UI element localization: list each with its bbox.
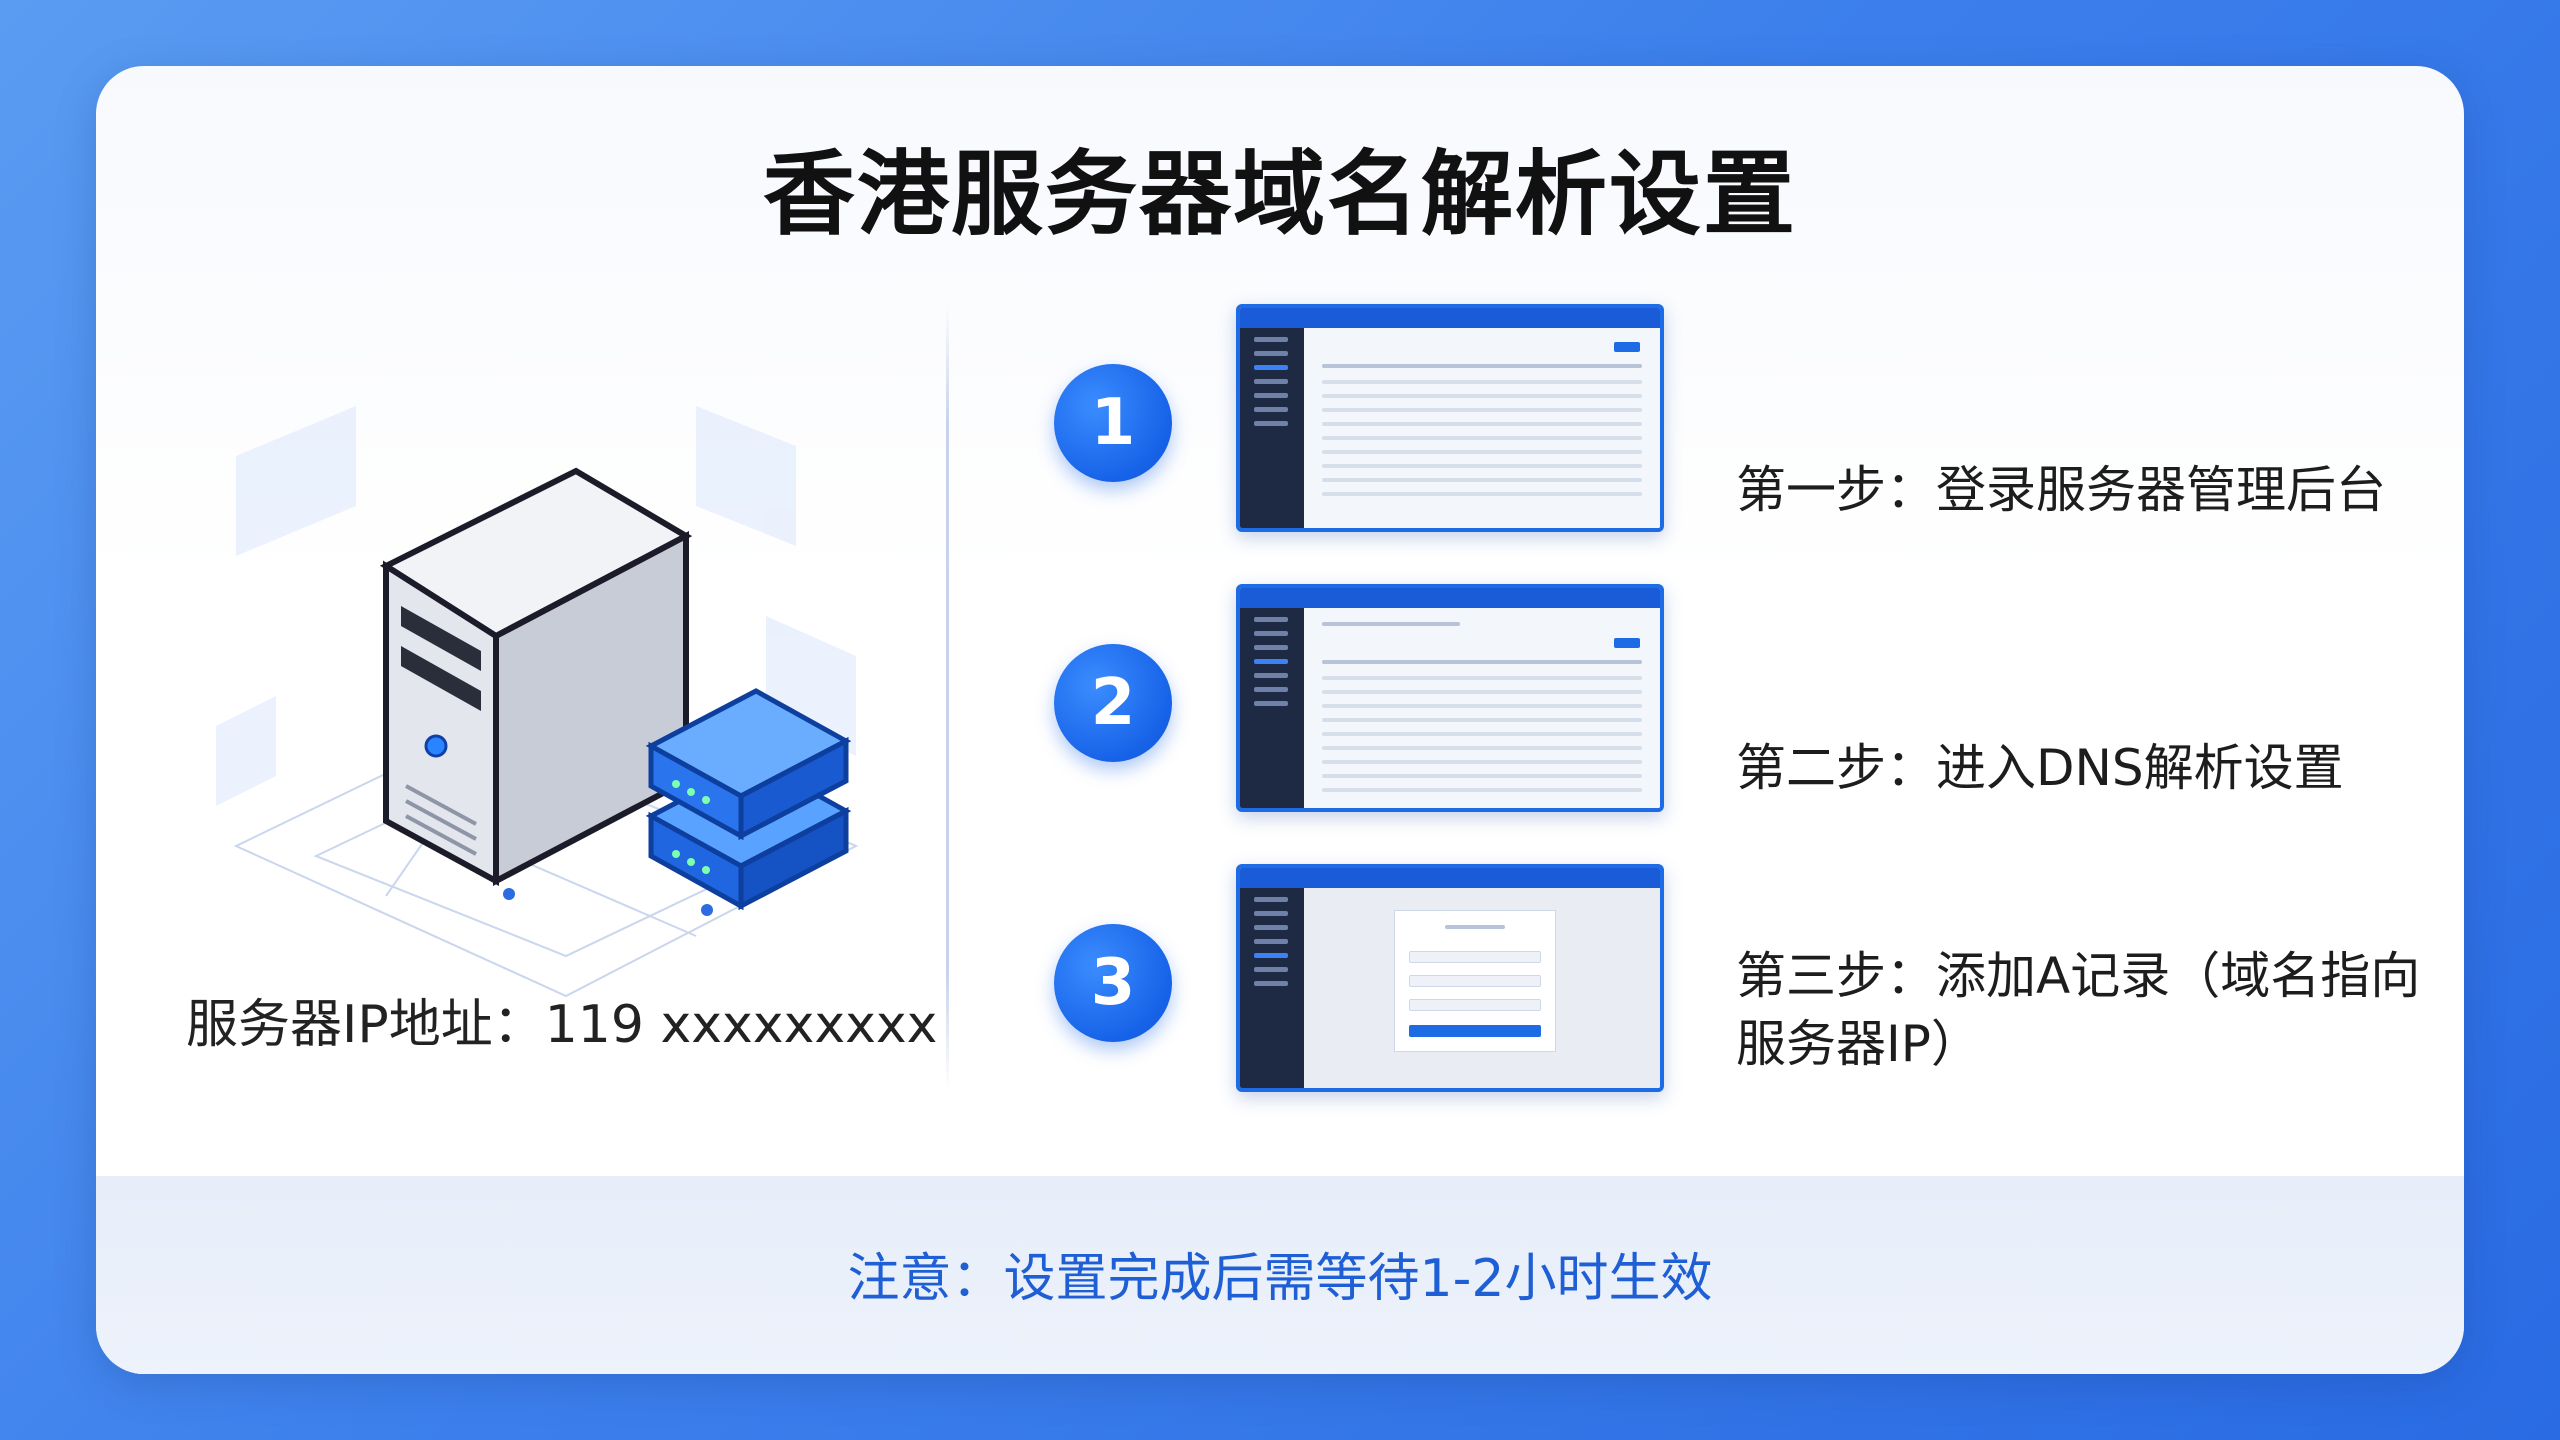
main-card: 香港服务器域名解析设置 bbox=[96, 66, 2464, 1374]
step-2: 2 第二步：进入DNS解析设置 bbox=[96, 584, 2464, 814]
server-illustration bbox=[216, 406, 859, 998]
step-3-text: 第三步：添加A记录（域名指向服务器IP） bbox=[1736, 947, 2421, 1073]
admin-dashboard-screenshot bbox=[1236, 304, 1664, 532]
footer-note-bar: 注意：设置完成后需等待1-2小时生效 bbox=[96, 1176, 2464, 1374]
step-1-text: 第一步：登录服务器管理后台 bbox=[1736, 461, 2386, 519]
add-record-screenshot bbox=[1236, 864, 1664, 1092]
dns-settings-screenshot bbox=[1236, 584, 1664, 812]
step-number-badge: 1 bbox=[1054, 364, 1172, 482]
server-stack-icon bbox=[645, 688, 852, 911]
note-text: 注意：设置完成后需等待1-2小时生效 bbox=[847, 1249, 1713, 1309]
step-number-badge: 3 bbox=[1054, 924, 1172, 1042]
step-1: 1 第一步：登录服务器管理后台 bbox=[96, 304, 2464, 534]
server-tower-icon bbox=[379, 467, 693, 887]
page-title: 香港服务器域名解析设置 bbox=[762, 141, 1797, 248]
step-3: 3 第三步：添加A记录（域名指向服务器IP） bbox=[96, 864, 2464, 1094]
step-number-badge: 2 bbox=[1054, 644, 1172, 762]
server-ip-label: 服务器IP地址：119 xxxxxxxxx bbox=[186, 995, 938, 1055]
step-2-text: 第二步：进入DNS解析设置 bbox=[1736, 739, 2344, 797]
divider bbox=[946, 306, 949, 1090]
